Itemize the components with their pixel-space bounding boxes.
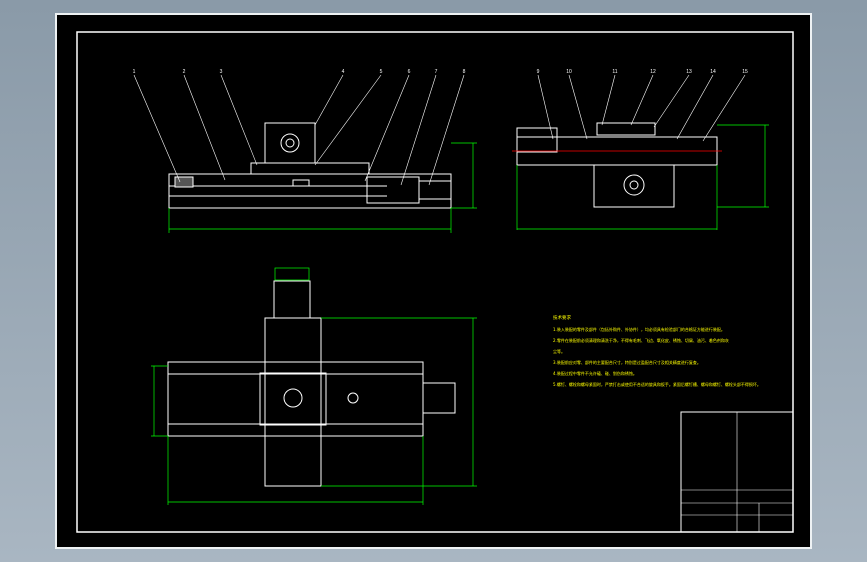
front-view-dimensions bbox=[168, 142, 477, 233]
balloon-12: 12 bbox=[650, 69, 656, 75]
top-view-y-rail bbox=[264, 317, 322, 487]
front-view-leaders bbox=[133, 74, 465, 186]
front-view-balloons: 1 2 3 4 5 6 7 8 bbox=[133, 69, 466, 75]
notes-line-5: 4.装配过程中零件不允许磕、碰、划伤和锈蚀。 bbox=[553, 371, 637, 376]
balloon-5: 5 bbox=[380, 69, 383, 75]
side-view bbox=[516, 122, 718, 208]
top-view-end-motor bbox=[422, 382, 456, 414]
front-end-cap bbox=[366, 176, 420, 204]
front-carriage bbox=[250, 162, 370, 175]
balloon-13: 13 bbox=[686, 69, 692, 75]
balloon-4: 4 bbox=[342, 69, 345, 75]
side-motor-block bbox=[593, 164, 675, 208]
side-bearing bbox=[623, 174, 645, 196]
top-view bbox=[167, 280, 456, 487]
balloon-9: 9 bbox=[537, 69, 540, 75]
front-shaft bbox=[418, 180, 452, 200]
balloon-1: 1 bbox=[133, 69, 136, 75]
balloon-6: 6 bbox=[408, 69, 411, 75]
side-end-block bbox=[516, 127, 558, 153]
top-view-dimensions bbox=[151, 267, 477, 505]
drawing-sheet: 1 2 3 4 5 6 7 8 bbox=[55, 13, 812, 549]
top-view-carriage bbox=[259, 372, 327, 426]
balloon-8: 8 bbox=[463, 69, 466, 75]
side-view-dimensions bbox=[516, 124, 769, 230]
side-view-leaders bbox=[537, 74, 746, 142]
front-view bbox=[168, 122, 452, 209]
balloon-15: 15 bbox=[742, 69, 748, 75]
side-view-balloons: 9 10 11 12 13 14 15 bbox=[537, 69, 748, 75]
balloon-2: 2 bbox=[183, 69, 186, 75]
balloon-3: 3 bbox=[220, 69, 223, 75]
notes-line-1: 1.装入装配的零件及部件（包括外购件、外协件），均必须具有检验部门的合格证方能进… bbox=[553, 327, 725, 332]
cad-drawing: 1 2 3 4 5 6 7 8 bbox=[76, 31, 794, 533]
front-motor-block bbox=[264, 122, 316, 164]
notes-title: 技术要求 bbox=[553, 316, 571, 321]
balloon-7: 7 bbox=[435, 69, 438, 75]
notes-line-3: 尘等。 bbox=[553, 349, 565, 354]
inner-frame bbox=[76, 31, 794, 533]
top-view-motor bbox=[273, 280, 311, 319]
side-top-plate bbox=[596, 122, 656, 136]
balloon-11: 11 bbox=[612, 69, 617, 75]
front-motor-bearing bbox=[280, 133, 300, 153]
title-block bbox=[680, 411, 794, 533]
balloon-14: 14 bbox=[710, 69, 716, 75]
notes-line-4: 3.装配前应对零、部件的主要配合尺寸，特别是过盈配合尺寸及相关精度进行复查。 bbox=[553, 360, 701, 365]
balloon-10: 10 bbox=[566, 69, 572, 75]
notes-line-6: 5.螺钉、螺栓和螺母紧固时，严禁打击或使用不合适的旋具和扳手。紧固后螺钉槽、螺母… bbox=[553, 382, 761, 387]
notes-line-2: 2.零件在装配前必须清理和清洗干净，不得有毛刺、飞边、氧化皮、锈蚀、切屑、油污、… bbox=[553, 338, 729, 343]
